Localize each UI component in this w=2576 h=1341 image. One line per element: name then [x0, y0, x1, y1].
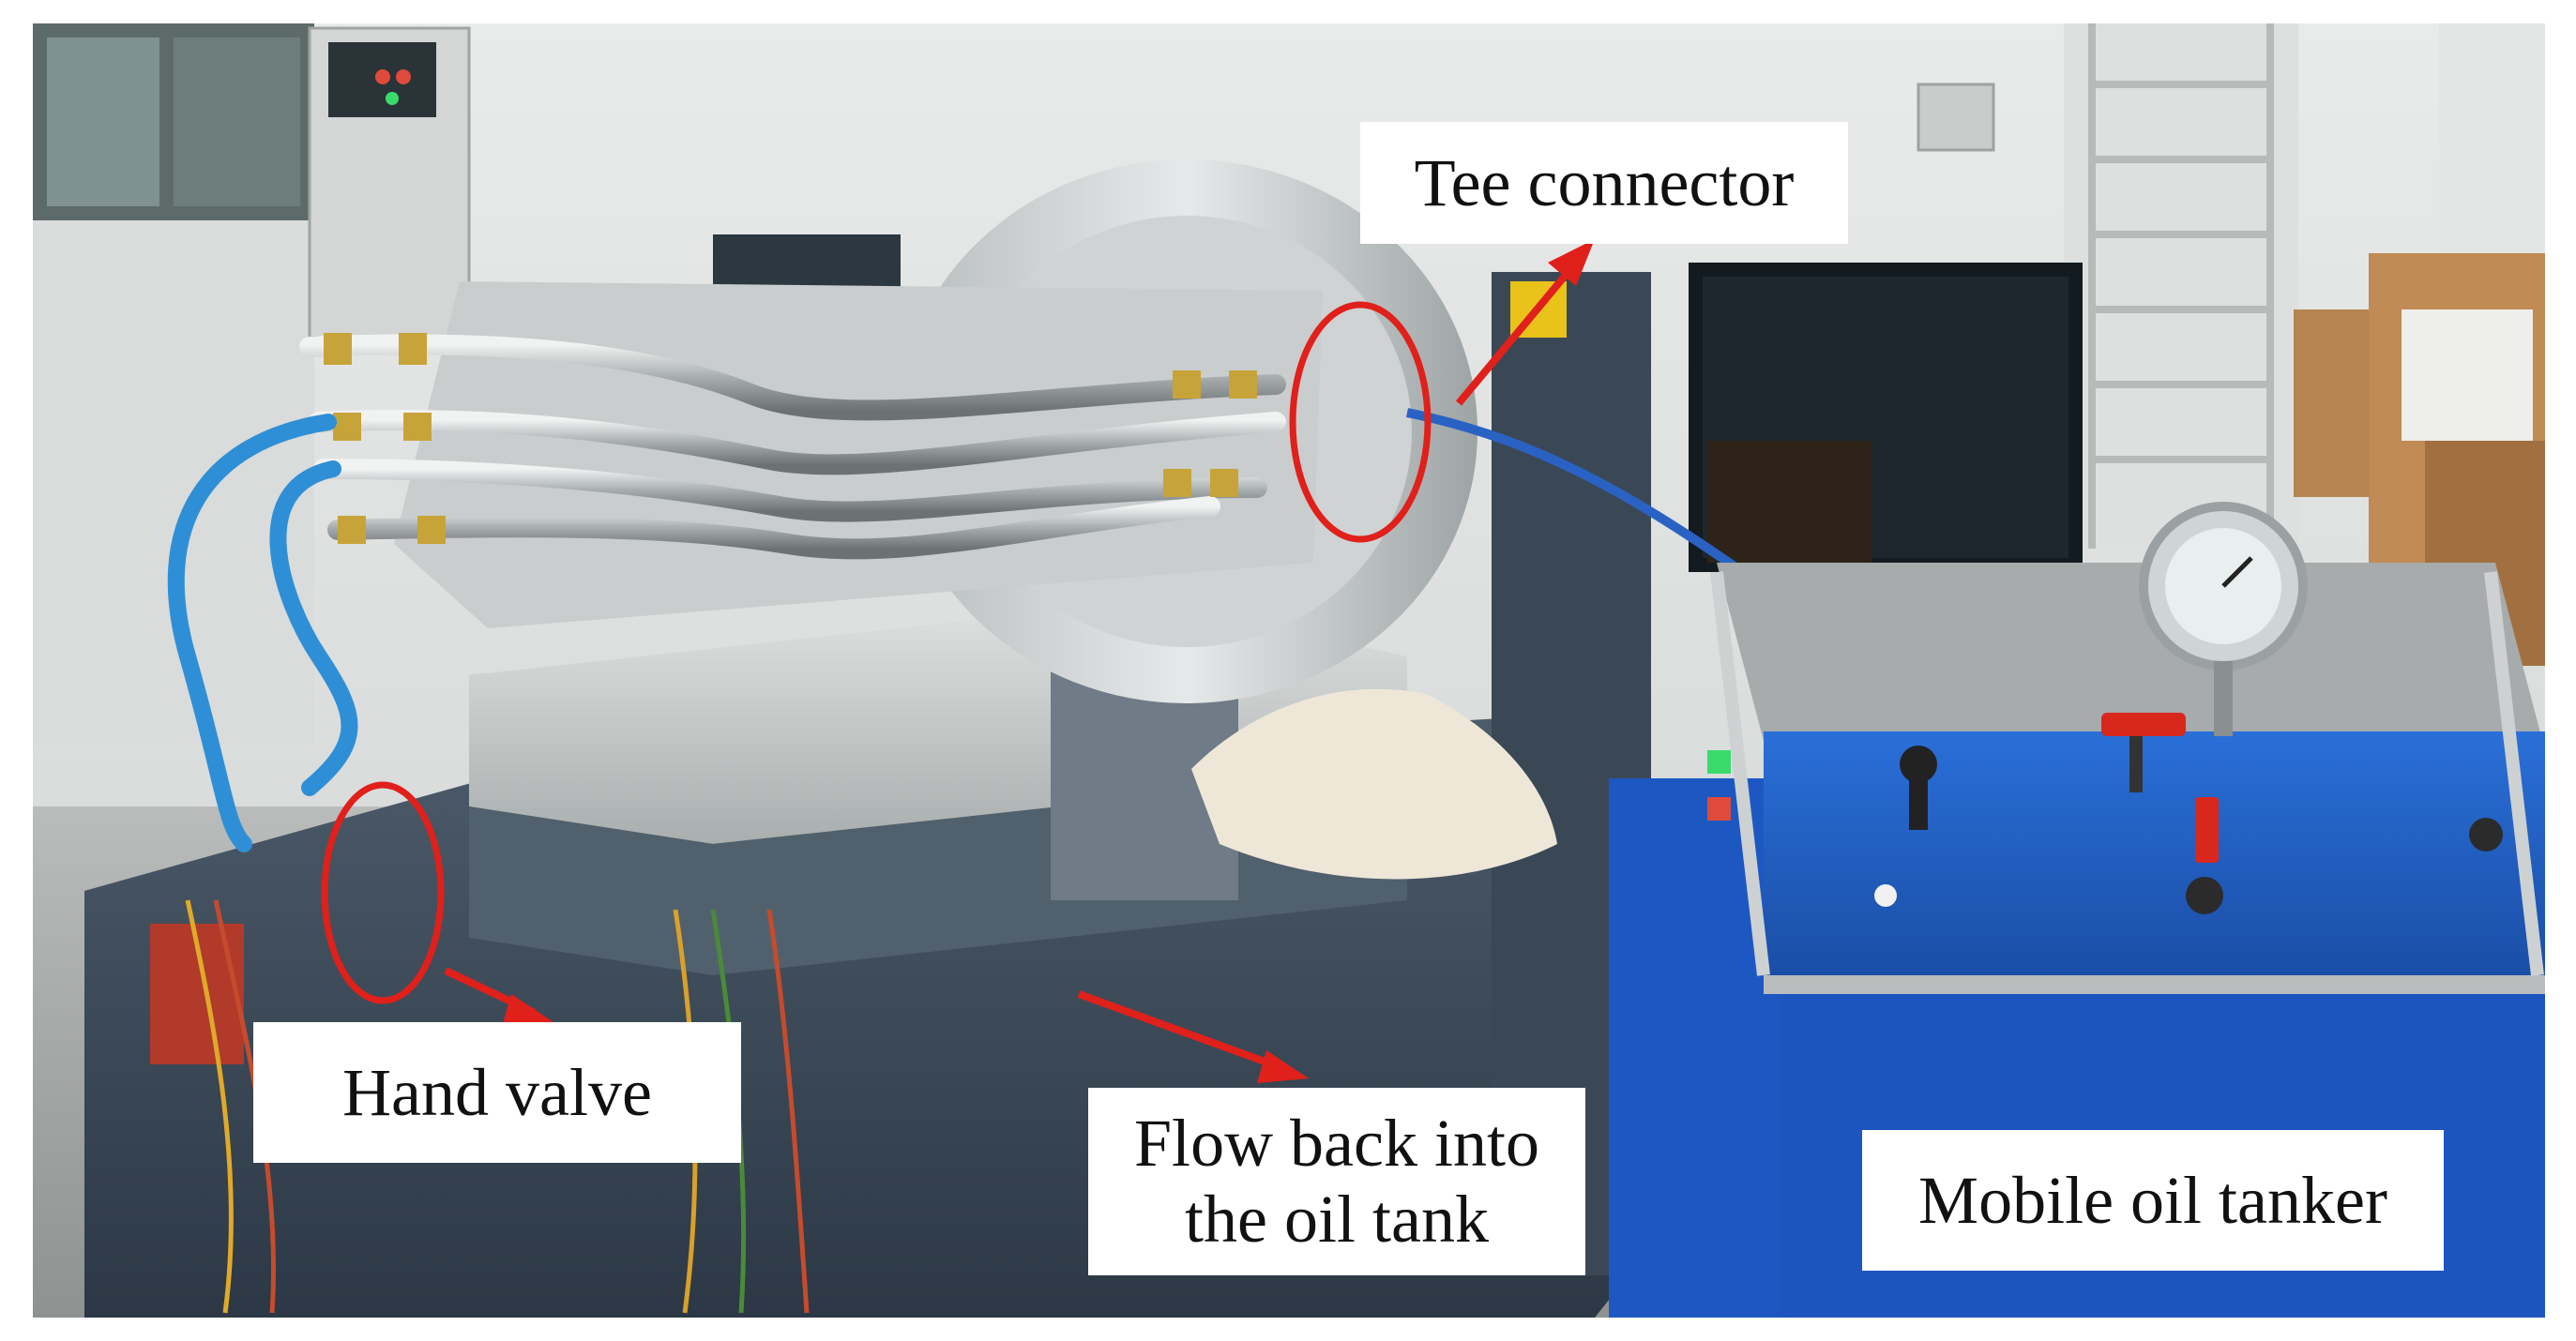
- hand-valve-icon: [2195, 797, 2219, 863]
- photo: [33, 23, 2545, 1318]
- hand-valve-marker: [321, 781, 445, 1004]
- hand-valve-text: Hand valve: [342, 1054, 652, 1130]
- hand-valve-label: Hand valve: [253, 1022, 741, 1163]
- tee-connector-text: Tee connector: [1414, 144, 1795, 220]
- annotation-arrows: [444, 239, 1595, 1083]
- flow-back-line1: Flow back into: [1134, 1106, 1539, 1182]
- mobile-oil-tanker-text: Mobile oil tanker: [1918, 1162, 2387, 1238]
- flow-back-label: Flow back into the oil tank: [1088, 1088, 1585, 1275]
- tee-connector-marker: [1289, 301, 1432, 543]
- mobile-oil-tanker-label: Mobile oil tanker: [1862, 1130, 2444, 1271]
- flow-back-line2: the oil tank: [1185, 1182, 1489, 1257]
- tee-connector-label: Tee connector: [1360, 122, 1848, 244]
